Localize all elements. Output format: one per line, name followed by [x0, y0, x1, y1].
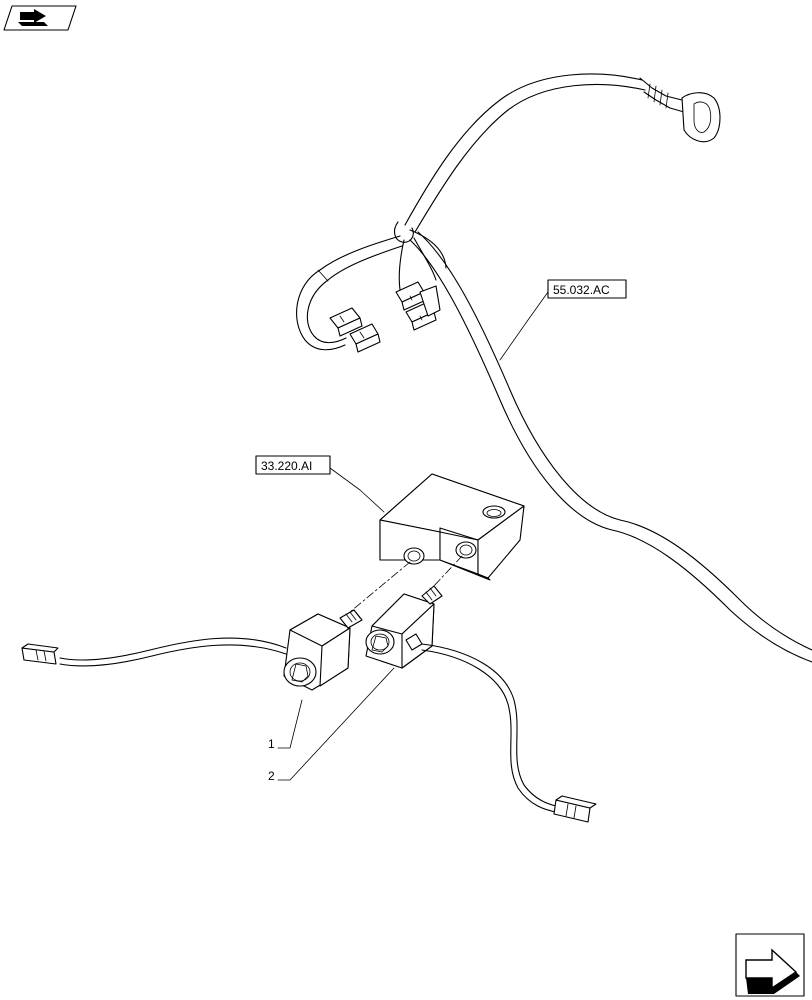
- next-page-arrow-icon[interactable]: [735, 933, 805, 997]
- callout-label: 33.220.AI: [261, 459, 312, 473]
- item-number: 2: [268, 769, 275, 783]
- wiring-harness: [296, 73, 812, 663]
- item-number: 1: [268, 737, 275, 751]
- book-arrow-icon[interactable]: [3, 5, 77, 31]
- solenoid-valve-2: [365, 585, 443, 669]
- callout-33-220-ai[interactable]: 33.220.AI: [255, 455, 385, 513]
- valve-block: [379, 473, 525, 581]
- callout-label: 55.032.AC: [553, 283, 610, 297]
- wire-valve-1: [21, 637, 287, 667]
- callout-55-032-ac[interactable]: 55.032.AC: [499, 279, 627, 361]
- item-label-2: 2: [268, 667, 395, 783]
- item-label-1: 1: [268, 699, 303, 751]
- solenoid-valve-1: [283, 609, 363, 691]
- wire-valve-2: [421, 643, 597, 823]
- alignment-lines: [349, 555, 463, 613]
